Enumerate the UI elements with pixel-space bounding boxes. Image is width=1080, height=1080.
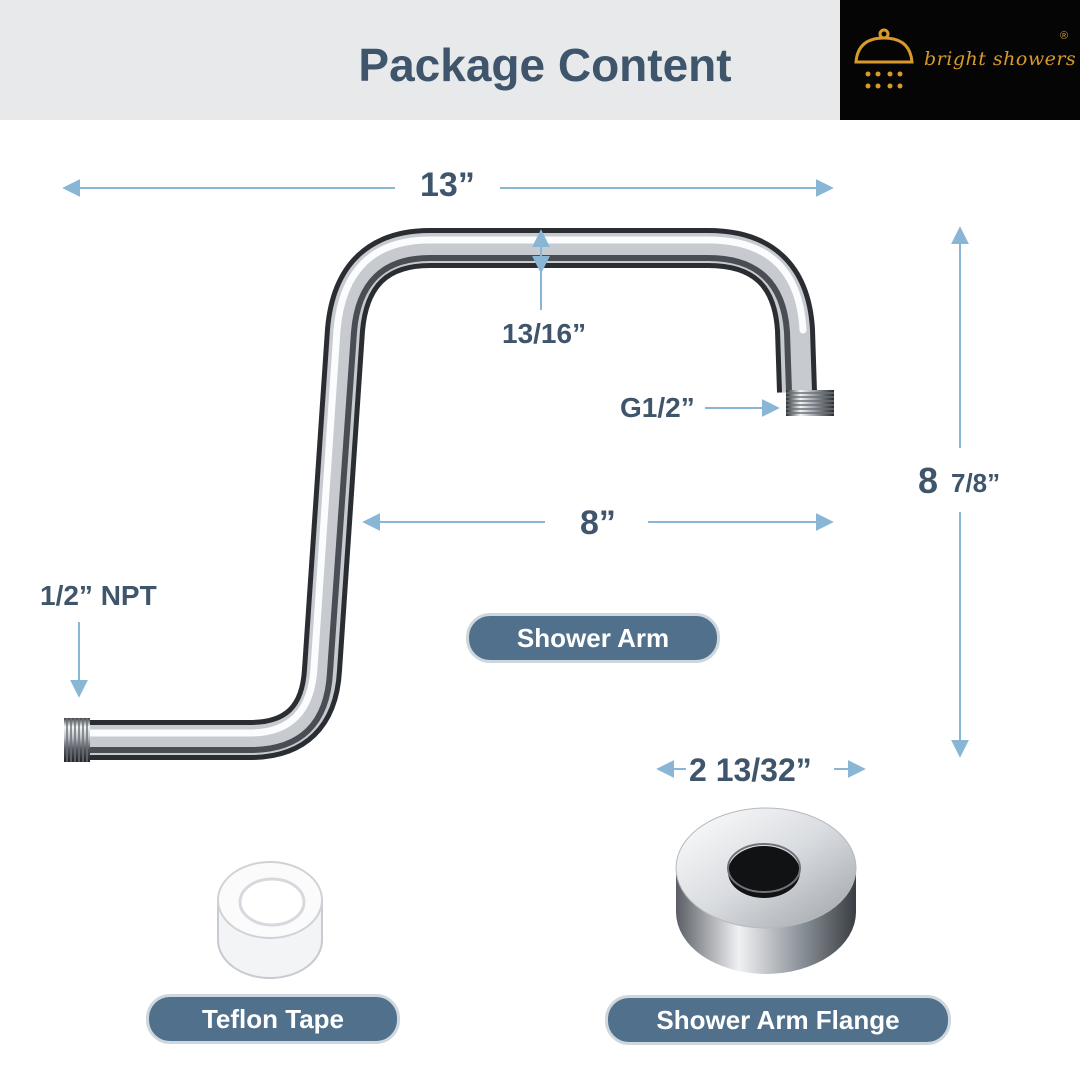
brand-name: bright showers [924,48,1077,70]
shower-head-icon [854,28,914,89]
flange-diameter-label: 2 13/32” [689,752,812,788]
registered-mark: ® [1060,30,1069,42]
inlet-thread-label: 1/2” NPT [40,580,157,611]
height-main-label: 8 [918,460,939,501]
pipe-diameter-label: 13/16” [502,318,587,349]
inlet-thread [64,718,90,762]
flange-label: Shower Arm Flange [605,995,951,1045]
teflon-tape-label: Teflon Tape [146,994,400,1044]
brand-logo: bright showers ® [840,0,1080,120]
height-fraction-label: 7/8” [951,468,1001,498]
header-bar [0,0,840,120]
outlet-thread-label: G1/2” [620,392,695,423]
outlet-thread [786,390,834,416]
teflon-tape-roll [217,861,323,979]
reach-label: 8” [580,504,616,542]
page-title: Package Content [358,39,732,91]
overall-length-label: 13” [420,166,475,204]
shower-arm-pipe [80,228,817,760]
shower-arm-label: Shower Arm [466,613,720,663]
flange-ring [675,807,857,974]
